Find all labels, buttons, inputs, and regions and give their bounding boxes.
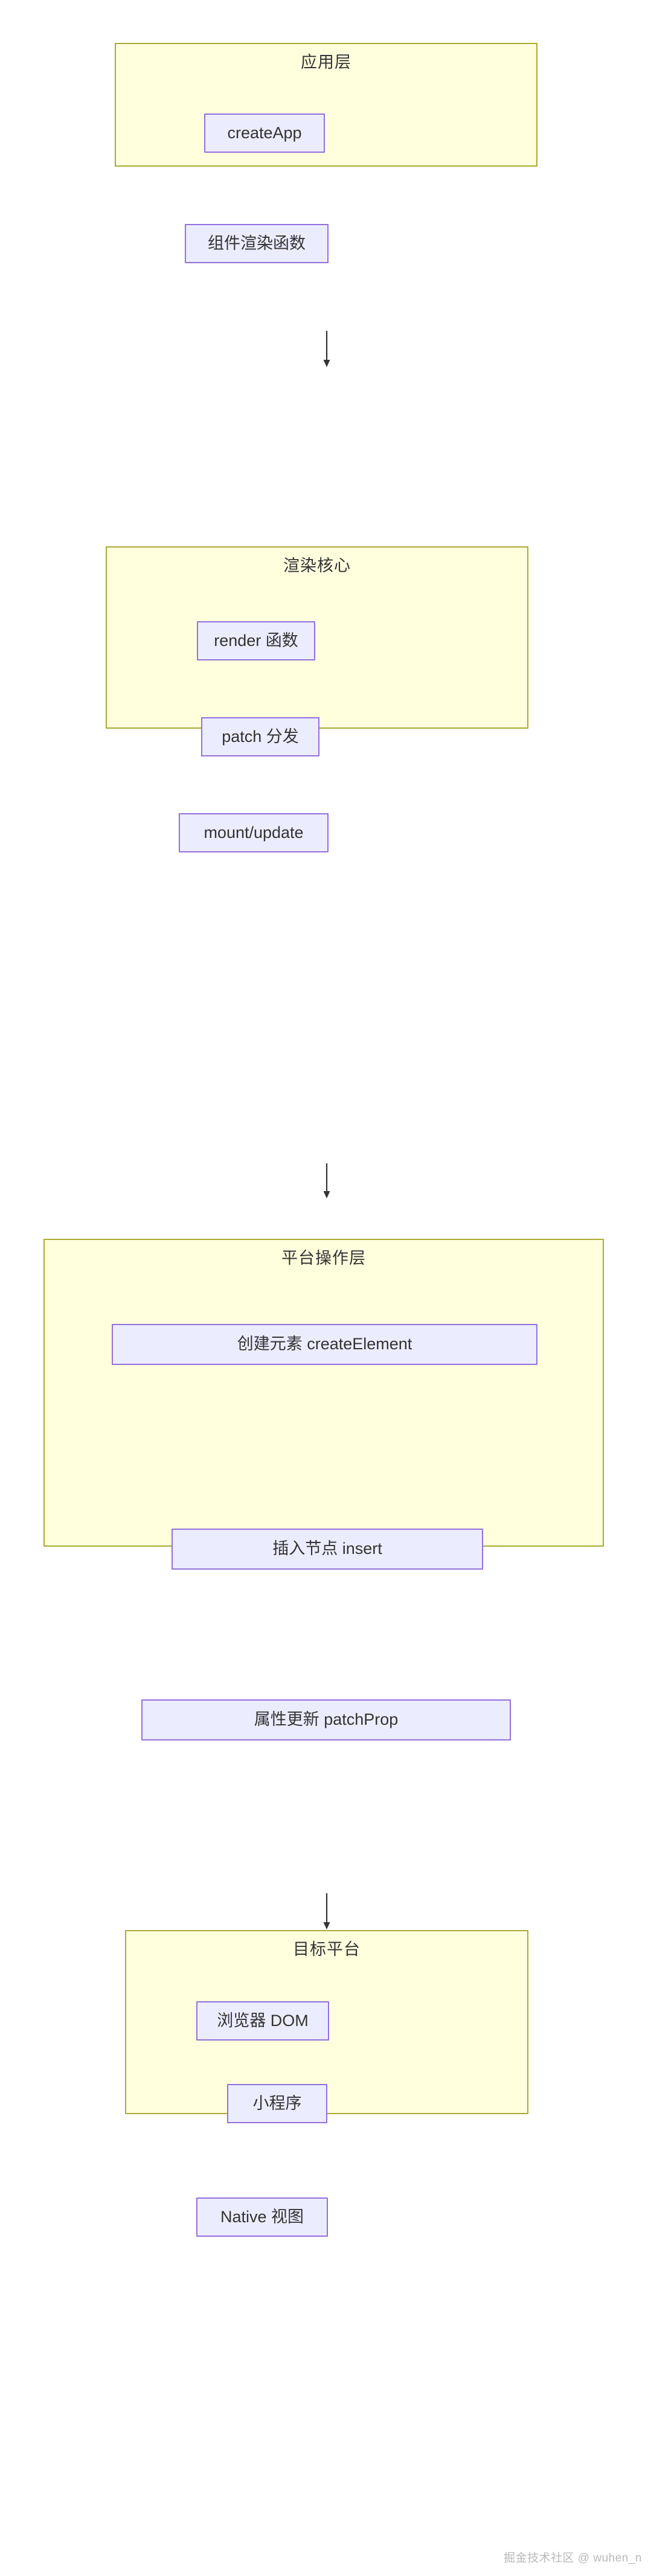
node-mount-update[interactable]: mount/update: [179, 813, 329, 852]
watermark-text: 掘金技术社区 @ wuhen_n: [504, 2552, 642, 2565]
cluster-title-app-layer: 应用层: [301, 53, 351, 71]
node-mini-program[interactable]: 小程序: [227, 2084, 327, 2123]
node-label-component-render-fn: 组件渲染函数: [208, 234, 306, 252]
cluster-platform-op-layer: 平台操作层: [43, 1239, 604, 1547]
node-insert-node[interactable]: 插入节点 insert: [172, 1529, 483, 1570]
node-label-browser-dom: 浏览器 DOM: [217, 2011, 309, 2030]
node-label-native-view: Native 视图: [220, 2207, 304, 2226]
node-label-patch-prop: 属性更新 patchProp: [254, 1710, 399, 1729]
node-label-patch-dispatch: patch 分发: [222, 727, 299, 746]
edge-platform-op-layer-to-target-platform: [323, 1893, 330, 1929]
node-create-app[interactable]: createApp: [204, 113, 325, 153]
node-label-create-app: createApp: [227, 123, 302, 142]
node-label-mount-update: mount/update: [204, 823, 304, 842]
node-label-insert-node: 插入节点 insert: [272, 1539, 382, 1558]
edge-render-core-to-platform-op-layer: [323, 1163, 330, 1198]
cluster-render-core: 渲染核心: [106, 546, 528, 729]
node-label-create-element: 创建元素 createElement: [237, 1335, 412, 1354]
edge-app-layer-to-render-core: [323, 331, 330, 367]
node-create-element[interactable]: 创建元素 createElement: [112, 1324, 537, 1365]
node-render-fn[interactable]: render 函数: [197, 621, 315, 660]
node-component-render-fn[interactable]: 组件渲染函数: [185, 224, 329, 263]
node-patch-dispatch[interactable]: patch 分发: [201, 717, 319, 756]
node-label-render-fn: render 函数: [214, 631, 298, 650]
cluster-title-platform-op-layer: 平台操作层: [281, 1249, 366, 1267]
node-native-view[interactable]: Native 视图: [196, 2197, 328, 2237]
cluster-title-target-platform: 目标平台: [293, 1940, 361, 1958]
node-label-mini-program: 小程序: [252, 2094, 302, 2112]
node-browser-dom[interactable]: 浏览器 DOM: [196, 2001, 329, 2041]
cluster-app-layer: 应用层: [115, 43, 537, 167]
cluster-title-render-core: 渲染核心: [283, 557, 351, 575]
node-patch-prop[interactable]: 属性更新 patchProp: [141, 1699, 511, 1740]
